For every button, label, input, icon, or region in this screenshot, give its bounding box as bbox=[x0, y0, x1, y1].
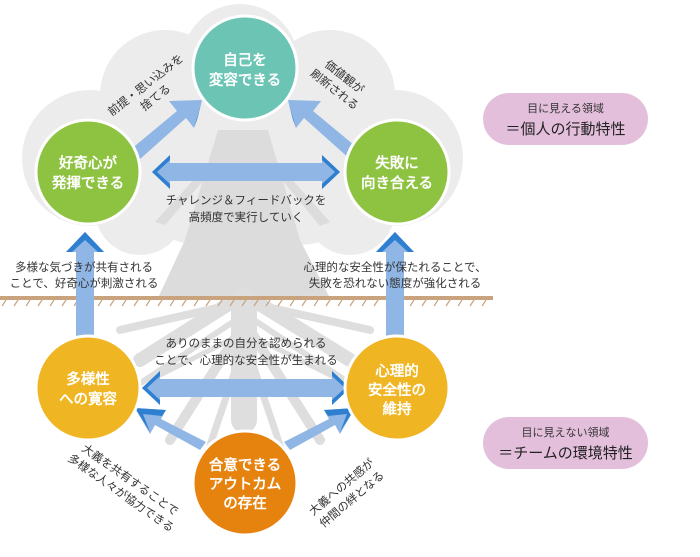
label-diverse-share-line-1: 多様な気づきが共有される bbox=[15, 260, 153, 274]
badge-invisible-area: 目に見えない領域 ＝チームの環境特性 bbox=[483, 417, 648, 469]
node-diversity-line-2: への寛容 bbox=[59, 390, 117, 408]
node-safety-line-1: 心理的 bbox=[375, 362, 419, 380]
arrow-curiosity-to-self bbox=[130, 100, 202, 160]
node-safety-line-2: 安全性の bbox=[368, 381, 426, 399]
label-accept-line-2: ことで、心理的な安全性が生まれる bbox=[154, 353, 337, 367]
label-diverse-share: 多様な気づきが共有される ことで、好奇心が刺激される bbox=[10, 260, 159, 290]
arrow-diversity-safety bbox=[142, 371, 350, 405]
node-outcome: 合意できる アウトカム の存在 bbox=[191, 429, 299, 537]
node-self-change-line-2: 変容できる bbox=[209, 71, 281, 89]
node-curiosity-line-1: 好奇心が bbox=[58, 154, 117, 172]
node-self-change-line-1: 自己を bbox=[223, 51, 267, 69]
node-safety-line-3: 維持 bbox=[383, 400, 412, 418]
node-failure: 失敗に 向き合える bbox=[343, 118, 451, 226]
arrow-outcome-to-diversity bbox=[135, 408, 206, 450]
badge-invisible-line-1: 目に見えない領域 bbox=[521, 425, 610, 439]
label-challenge-line-2: 高頻度で実行していく bbox=[189, 210, 304, 224]
node-diversity: 多様性 への寛容 bbox=[34, 334, 142, 442]
arrow-outcome-to-safety bbox=[284, 408, 355, 450]
label-accept: ありのままの自分を認められる ことで、心理的な安全性が生まれる bbox=[154, 336, 337, 367]
node-curiosity: 好奇心が 発揮できる bbox=[34, 118, 142, 226]
node-failure-line-2: 向き合える bbox=[361, 174, 433, 192]
node-outcome-line-3: の存在 bbox=[223, 494, 267, 512]
label-safe-keep-line-1: 心理的な安全性が保たれることで、 bbox=[303, 260, 486, 274]
label-cause: 大義を共有することで 多様な人々が協力できる bbox=[65, 441, 181, 535]
label-safe-keep: 心理的な安全性が保たれることで、 失敗を恐れない態度が強化される bbox=[303, 260, 486, 290]
node-diversity-line-1: 多様性 bbox=[66, 370, 110, 388]
label-diverse-share-line-2: ことで、好奇心が刺激される bbox=[10, 276, 159, 290]
tree-trunk bbox=[155, 130, 330, 298]
label-challenge-line-1: チャレンジ＆フィードバックを bbox=[166, 193, 327, 207]
node-outcome-line-2: アウトカム bbox=[209, 476, 282, 493]
badge-visible-line-2: ＝個人の行動特性 bbox=[505, 119, 626, 138]
node-safety: 心理的 安全性の 維持 bbox=[343, 334, 451, 442]
label-challenge: チャレンジ＆フィードバックを 高頻度で実行していく bbox=[166, 193, 327, 224]
badge-visible-line-1: 目に見える領域 bbox=[527, 101, 604, 115]
label-empathy: 大義への共感が 仲間の絆となる bbox=[306, 455, 387, 530]
arrow-diversity-to-curiosity bbox=[66, 232, 104, 345]
node-curiosity-line-2: 発揮できる bbox=[51, 174, 124, 192]
arrow-safety-to-failure bbox=[376, 232, 414, 345]
arrow-failure-to-self bbox=[288, 100, 360, 160]
label-safe-keep-line-2: 失敗を恐れない態度が強化される bbox=[309, 276, 482, 290]
node-self-change: 自己を 変容できる bbox=[191, 14, 299, 122]
badge-visible-area: 目に見える領域 ＝個人の行動特性 bbox=[483, 93, 648, 145]
badge-invisible-line-2: ＝チームの環境特性 bbox=[498, 443, 633, 462]
arrow-curiosity-failure bbox=[152, 155, 340, 189]
node-failure-line-1: 失敗に bbox=[375, 154, 419, 172]
node-outcome-line-1: 合意できる bbox=[208, 456, 281, 474]
label-accept-line-1: ありのままの自分を認められる bbox=[166, 336, 327, 350]
